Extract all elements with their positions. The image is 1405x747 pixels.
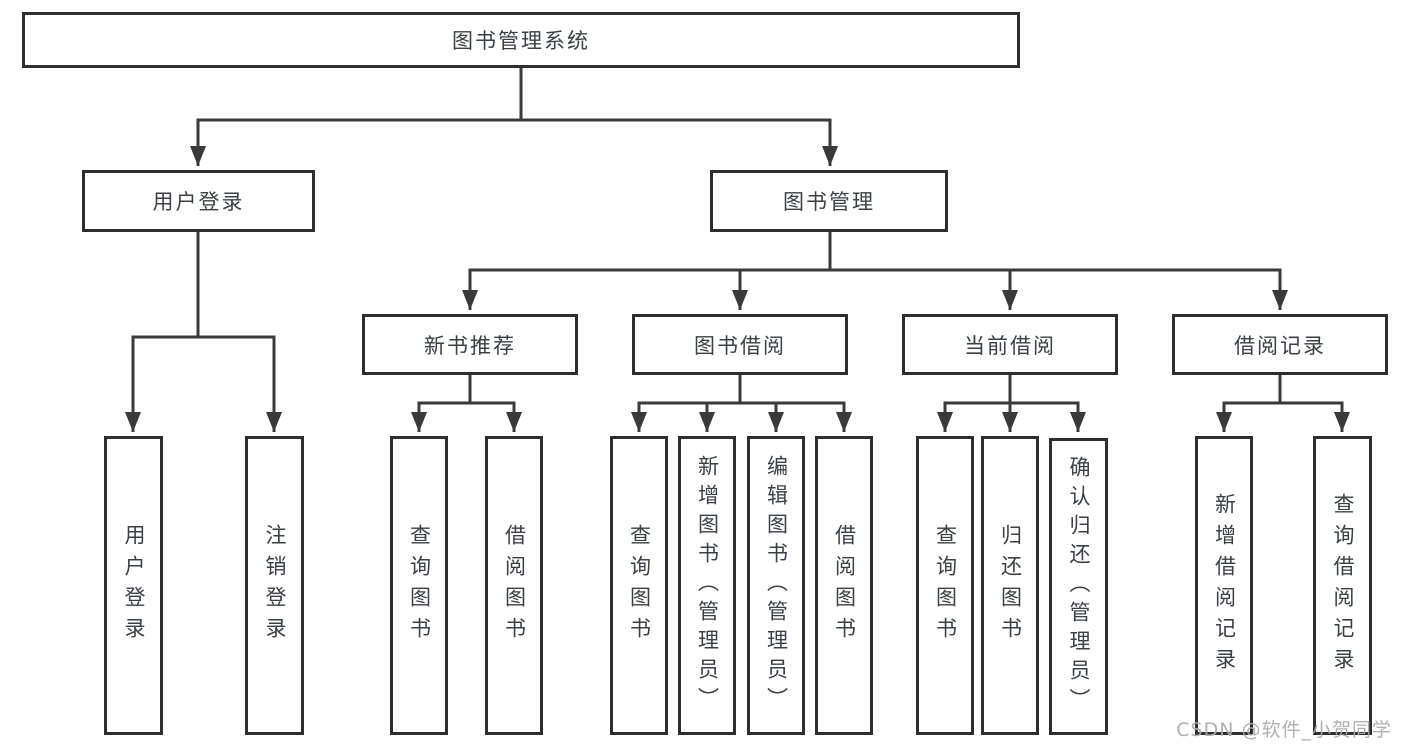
leaf-current-query-label: 查询图书 [933, 523, 958, 648]
node-book-borrow: 图书借阅 [632, 314, 848, 375]
leaf-records-add-label: 新增借阅记录 [1212, 492, 1237, 679]
node-borrow-records-label: 借阅记录 [1234, 333, 1326, 358]
leaf-user-login-label: 用户登录 [122, 523, 146, 648]
leaf-newbooks-borrow: 借阅图书 [485, 436, 543, 735]
node-borrow-records: 借阅记录 [1172, 314, 1388, 375]
node-new-books: 新书推荐 [362, 314, 578, 375]
node-new-books-label: 新书推荐 [424, 333, 516, 358]
leaf-records-query-label: 查询借阅记录 [1331, 492, 1355, 679]
connector-group [125, 68, 1350, 432]
leaf-borrow-add-admin-label: 新增图书（管理员） [695, 455, 720, 716]
leaf-user-login: 用户登录 [104, 436, 163, 735]
leaf-borrow-query-label: 查询图书 [627, 523, 652, 648]
node-current-borrow-label: 当前借阅 [964, 333, 1056, 358]
leaf-current-query: 查询图书 [916, 436, 974, 735]
leaf-current-confirm-admin: 确认归还（管理员） [1049, 438, 1108, 735]
leaf-current-return: 归还图书 [981, 436, 1039, 735]
node-book-mgmt-label: 图书管理 [783, 190, 875, 214]
node-user-login-label: 用户登录 [152, 190, 245, 214]
leaf-current-confirm-admin-label: 确认归还（管理员） [1067, 456, 1091, 717]
leaf-newbooks-query: 查询图书 [390, 436, 448, 735]
leaf-current-return-label: 归还图书 [998, 523, 1023, 648]
node-user-login: 用户登录 [82, 170, 315, 232]
leaf-logout: 注销登录 [245, 436, 304, 735]
leaf-records-query: 查询借阅记录 [1313, 436, 1372, 735]
leaf-borrow-edit-admin: 编辑图书（管理员） [747, 436, 805, 735]
leaf-newbooks-query-label: 查询图书 [407, 523, 432, 648]
node-root-label: 图书管理系统 [452, 29, 590, 53]
csdn-watermark: CSDN @软件_小贺同学 [1176, 719, 1392, 741]
node-book-borrow-label: 图书借阅 [694, 333, 786, 358]
leaf-records-add: 新增借阅记录 [1195, 436, 1253, 735]
leaf-logout-label: 注销登录 [263, 523, 287, 648]
leaf-borrow-query: 查询图书 [610, 436, 668, 735]
leaf-borrow-borrow-label: 借阅图书 [832, 523, 857, 648]
leaf-borrow-add-admin: 新增图书（管理员） [678, 436, 736, 735]
node-current-borrow: 当前借阅 [902, 314, 1118, 375]
leaf-borrow-edit-admin-label: 编辑图书（管理员） [764, 455, 789, 716]
leaf-borrow-borrow: 借阅图书 [815, 436, 873, 735]
node-root: 图书管理系统 [22, 12, 1020, 68]
node-book-mgmt: 图书管理 [710, 170, 948, 232]
leaf-newbooks-borrow-label: 借阅图书 [502, 523, 527, 648]
